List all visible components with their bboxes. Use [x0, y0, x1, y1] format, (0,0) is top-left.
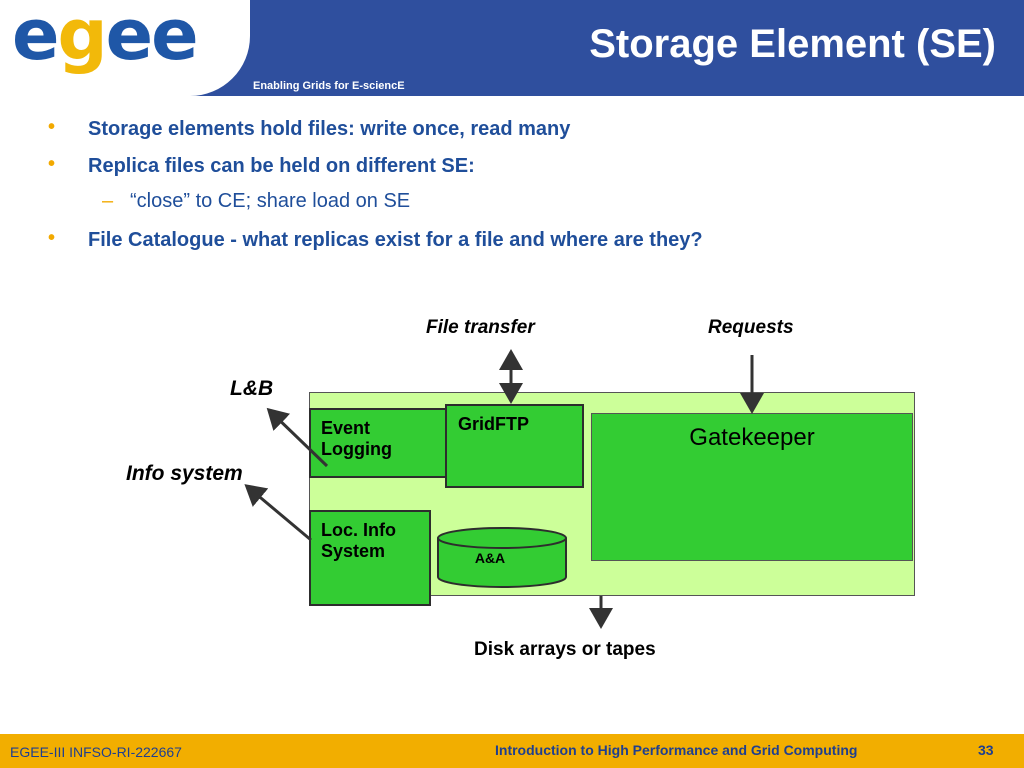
bullet-dot: •	[48, 116, 56, 138]
bullet-text: Replica files can be held on different S…	[88, 155, 475, 177]
loc-info-line1: Loc. Info	[321, 520, 396, 540]
footer-project-id: EGEE-III INFSO-RI-222667	[10, 744, 182, 760]
bullet-item: • Storage elements hold files: write onc…	[48, 116, 1008, 153]
event-logging-line2: Logging	[321, 439, 392, 459]
footer-bar: EGEE-III INFSO-RI-222667 Introduction to…	[0, 734, 1024, 768]
aa-cylinder	[437, 527, 567, 588]
sub-bullet-text: “close” to CE; share load on SE	[130, 190, 411, 212]
gridftp-box: GridFTP	[445, 404, 584, 488]
slide-title: Storage Element (SE)	[589, 22, 996, 66]
gatekeeper-box: Gatekeeper	[591, 413, 913, 561]
bullet-dot: •	[48, 227, 56, 249]
gatekeeper-label: Gatekeeper	[689, 424, 815, 451]
requests-label: Requests	[708, 317, 794, 338]
loc-info-line2: System	[321, 541, 386, 561]
aa-label: A&A	[475, 550, 505, 566]
info-system-arrow	[244, 484, 312, 542]
page-number: 33	[978, 742, 994, 758]
egee-logo: egee	[12, 0, 199, 76]
loc-info-system-box: Loc. Info System	[309, 510, 431, 606]
event-logging-box: Event Logging	[309, 408, 449, 478]
bullet-text: Storage elements hold files: write once,…	[88, 118, 571, 140]
lb-arrow	[266, 407, 329, 468]
footer-course-title: Introduction to High Performance and Gri…	[495, 742, 858, 758]
event-logging-line1: Event	[321, 418, 371, 438]
sub-bullet-dash: –	[102, 190, 114, 212]
info-system-label: Info system	[126, 462, 243, 485]
header-bar: egee Enabling Grids for E-sciencE Storag…	[0, 0, 1024, 96]
tagline: Enabling Grids for E-sciencE	[253, 80, 405, 92]
bullet-item: • Replica files can be held on different…	[48, 153, 1008, 190]
bullet-list: • Storage elements hold files: write onc…	[48, 116, 1008, 264]
disk-arrays-label: Disk arrays or tapes	[474, 639, 656, 660]
bullet-text: File Catalogue - what replicas exist for…	[88, 229, 703, 251]
sub-bullet-item: – “close” to CE; share load on SE	[48, 190, 1008, 227]
bullet-dot: •	[48, 153, 56, 175]
gridftp-label: GridFTP	[458, 414, 529, 434]
bullet-item: • File Catalogue - what replicas exist f…	[48, 227, 1008, 264]
logo-plate: egee	[0, 0, 250, 96]
file-transfer-label: File transfer	[426, 317, 535, 338]
lb-label: L&B	[230, 377, 274, 400]
